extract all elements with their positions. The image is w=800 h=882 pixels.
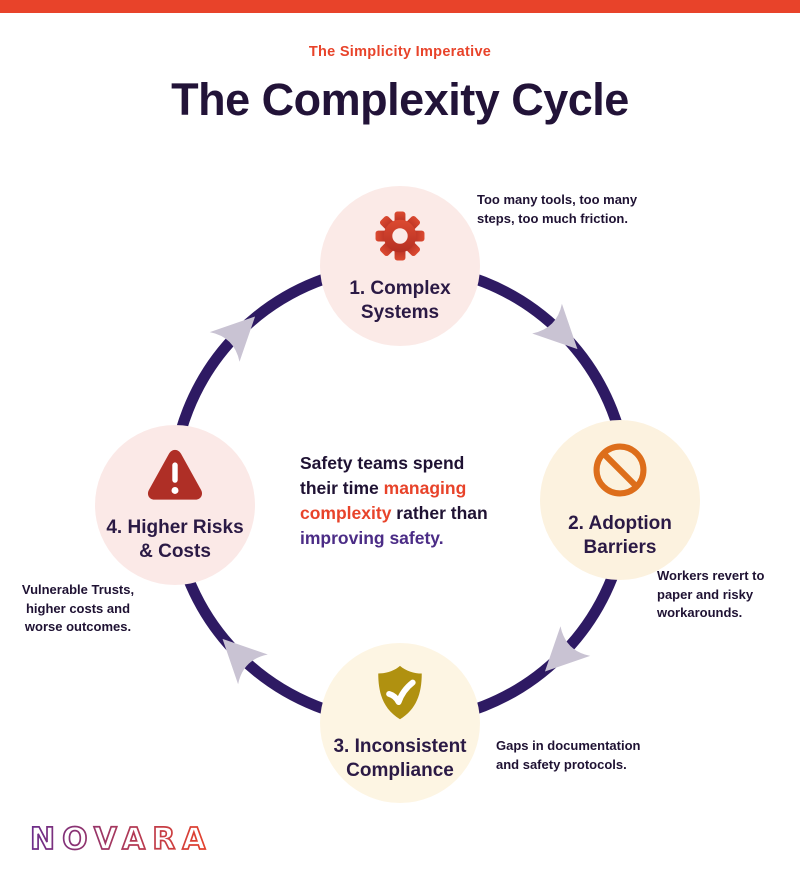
node-label: 4. Higher Risks & Costs xyxy=(106,516,244,562)
top-accent-bar xyxy=(0,0,800,13)
arrowhead-southwest-icon xyxy=(222,638,268,685)
highlight-complexity: complexity xyxy=(300,503,392,523)
highlight-managing: managing xyxy=(383,478,467,498)
annotation-higher-risks: Vulnerable Trusts, higher costs and wors… xyxy=(21,582,135,634)
highlight-improving-safety: improving safety. xyxy=(300,528,444,548)
annotation-inconsistent-compliance: Gaps in documentation and safety protoco… xyxy=(496,738,641,772)
no-entry-icon xyxy=(590,440,650,505)
center-message-line: Safety teams spend xyxy=(300,453,465,473)
arrowhead-northeast-icon xyxy=(532,303,578,350)
node-higher-risks-costs: 4. Higher Risks & Costs xyxy=(95,425,255,585)
center-message-line: complexity rather than xyxy=(300,503,488,523)
node-label: 3. Inconsistent Compliance xyxy=(333,735,467,781)
center-message-line: their time managing xyxy=(300,478,467,498)
page-title: The Complexity Cycle xyxy=(171,74,629,125)
annotation-complex-systems: Too many tools, too many steps, too much… xyxy=(477,192,638,226)
node-inconsistent-compliance: 3. Inconsistent Compliance xyxy=(320,643,480,803)
eyebrow-subtitle: The Simplicity Imperative xyxy=(308,44,492,60)
node-complex-systems: 1. Complex Systems xyxy=(320,186,480,346)
shield-check-icon xyxy=(371,663,429,728)
arrowhead-northwest-icon xyxy=(209,316,256,362)
arrowhead-southeast-icon xyxy=(544,626,591,672)
logo-text: NOVARA xyxy=(30,822,213,857)
warning-triangle-icon xyxy=(144,446,206,509)
node-adoption-barriers: 2. Adoption Barriers xyxy=(540,420,700,580)
center-message: Safety teams spend their time managing c… xyxy=(300,451,515,551)
node-label: 1. Complex Systems xyxy=(349,277,451,323)
gear-icon xyxy=(371,207,429,270)
novara-logo: NOVARA xyxy=(28,818,243,867)
center-message-line: improving safety. xyxy=(300,526,515,551)
annotation-adoption-barriers: Workers revert to paper and risky workar… xyxy=(657,568,765,620)
node-label: 2. Adoption Barriers xyxy=(568,512,672,558)
